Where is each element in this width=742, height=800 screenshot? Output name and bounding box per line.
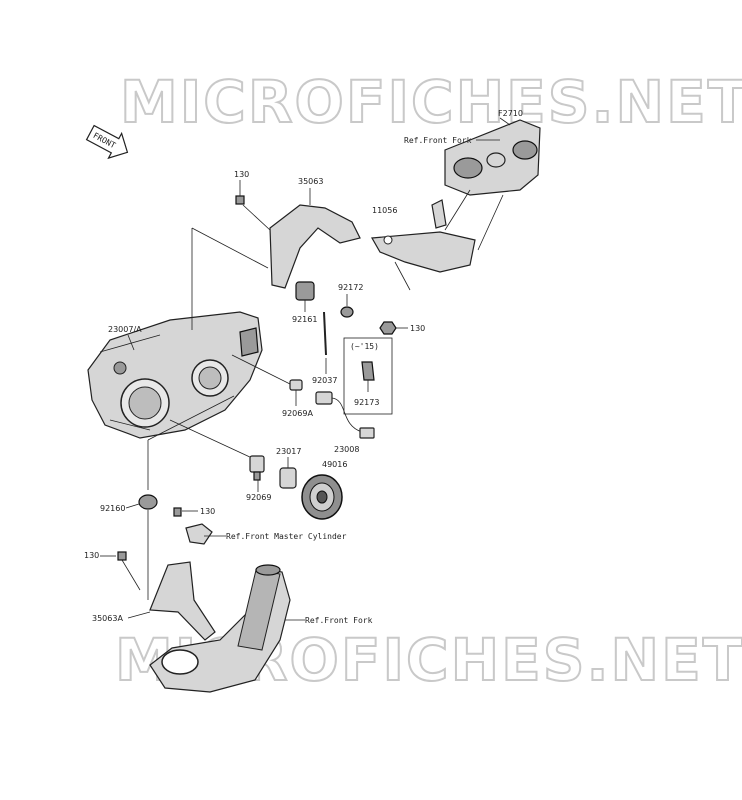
front-arrow-icon: FRONT [85, 124, 129, 160]
callout-ref-front-fork-top: Ref.Front Fork [404, 136, 472, 145]
label-92161: 92161 [292, 315, 317, 324]
label-11056: 11056 [372, 206, 397, 215]
socket-23017 [279, 467, 297, 489]
stay-35063a [149, 561, 216, 641]
grommet-92161 [295, 281, 315, 301]
collar-92172 [340, 306, 354, 318]
cap-49016 [301, 474, 343, 520]
bracket-35063 [269, 204, 361, 289]
callout-ref-fig: F2710 [498, 109, 523, 118]
label-92069: 92069 [246, 493, 271, 502]
label-35063: 35063 [298, 177, 323, 186]
lower-fork-assembly [149, 564, 291, 693]
callout-ref-master-cylinder: Ref.Front Master Cylinder [226, 532, 347, 541]
year-note-label: (~'15) [350, 342, 379, 351]
label-23017: 23017 [276, 447, 301, 456]
label-92172: 92172 [338, 283, 363, 292]
bolt-130-upper [235, 180, 245, 205]
label-92160: 92160 [100, 504, 125, 513]
year-note-box: (~'15) 92173 [343, 337, 393, 415]
bulb-92069 [249, 455, 265, 481]
bolt-130-lower [117, 551, 127, 561]
callout-ref-front-fork-bottom: Ref.Front Fork [305, 616, 373, 625]
label-23007a: 23007/A [108, 325, 142, 334]
label-130-b: 130 [410, 324, 425, 333]
bracket-11056 [371, 199, 476, 273]
label-130-a: 130 [234, 170, 249, 179]
label-49016: 49016 [322, 460, 347, 469]
fork-top-clamp [444, 119, 541, 196]
label-92037: 92037 [312, 376, 337, 385]
label-35063a: 35063A [92, 614, 123, 623]
label-92069a: 92069A [282, 409, 313, 418]
label-130-c: 130 [200, 507, 215, 516]
socket-lead-23008 [315, 391, 375, 439]
watermark-top: MICROFICHES.NET [120, 68, 742, 136]
band-92037 [323, 311, 327, 356]
master-cylinder-clamp [185, 523, 213, 545]
nut-130-right [379, 321, 397, 335]
bolt-130-middle [173, 507, 182, 517]
bulb-92069a [289, 379, 303, 391]
label-130-d: 130 [84, 551, 99, 560]
grommet-92160 [138, 494, 158, 510]
label-92173: 92173 [354, 398, 379, 407]
label-23008: 23008 [334, 445, 359, 454]
